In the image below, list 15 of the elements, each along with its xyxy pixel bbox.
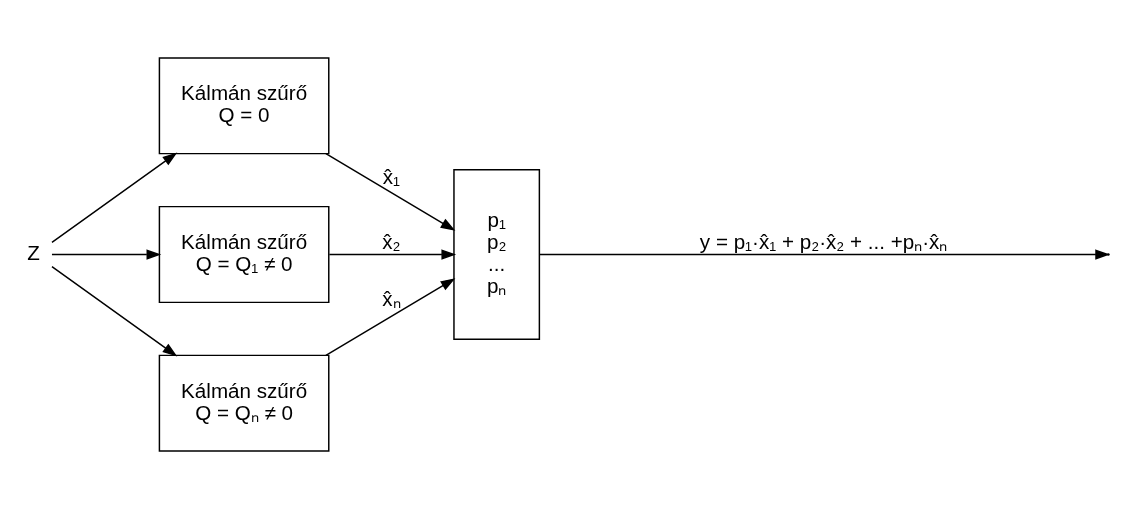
edge-label: x̂₁ <box>382 165 400 189</box>
node-box: Kálmán szűrő Q = Qₙ ≠ 0 <box>158 354 330 452</box>
arrow <box>51 265 178 357</box>
node-text: Z <box>27 240 40 264</box>
edge-label: x̂₂ <box>382 229 401 253</box>
arrow <box>325 278 456 357</box>
node-box: Kálmán szűrő Q = Q₁ ≠ 0 <box>158 205 330 304</box>
node-box: Kálmán szűrő Q = 0 <box>158 57 330 155</box>
arrow <box>328 249 457 260</box>
edge-label: y = p₁·x̂₁ + p₂·x̂₂ + ... +pₙ·x̂ₙ <box>699 229 948 253</box>
arrow <box>51 152 178 244</box>
arrow <box>51 249 162 260</box>
edge-label: x̂ₙ <box>382 287 401 311</box>
node-box: p₁ p₂ ... pₙ <box>453 169 541 340</box>
arrow <box>325 152 456 231</box>
